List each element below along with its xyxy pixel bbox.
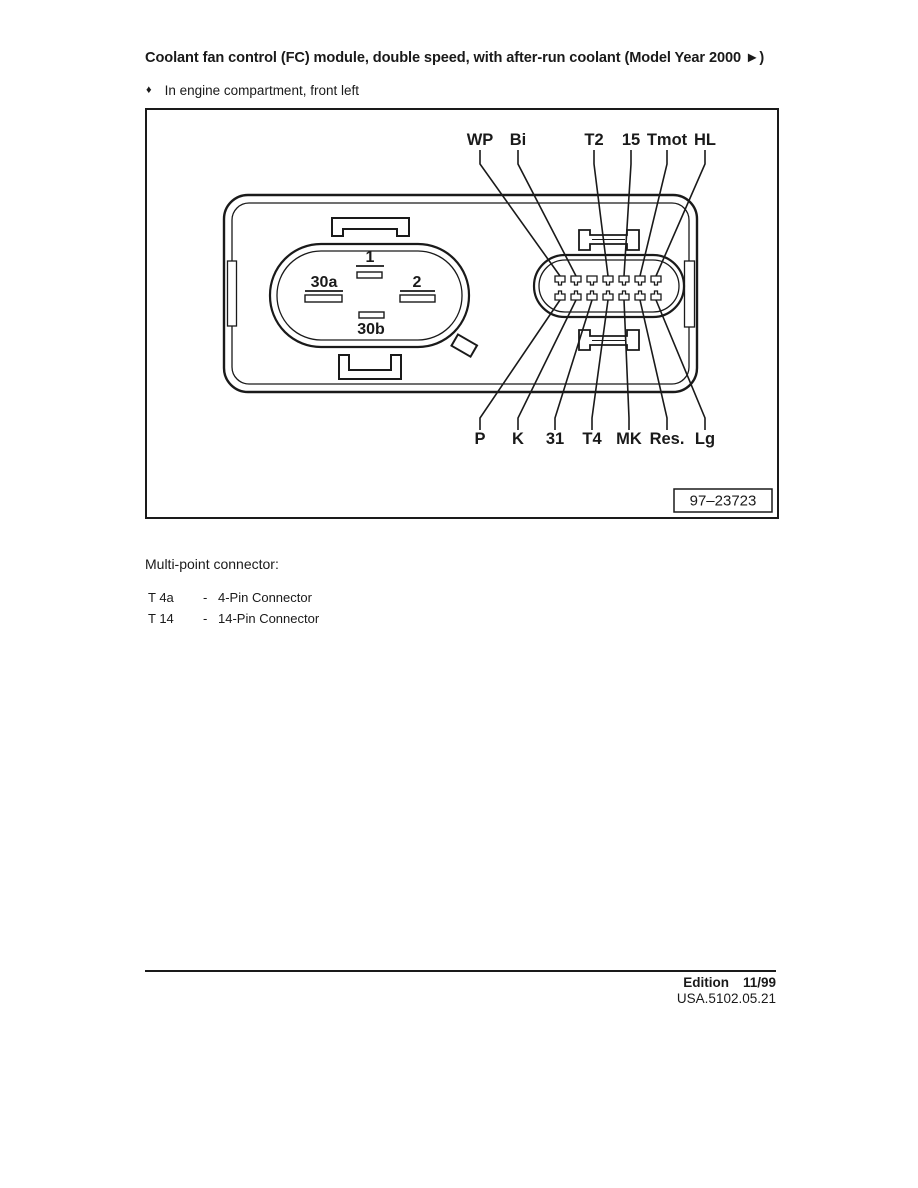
connector-4pin-key-tab bbox=[450, 333, 479, 359]
terminal-pin-2 bbox=[399, 294, 436, 303]
location-bullet-row: ♦ In engine compartment, front left bbox=[146, 83, 359, 98]
label-t2: T2 bbox=[584, 131, 603, 149]
label-bi: Bi bbox=[510, 131, 527, 149]
leader-line-mk bbox=[623, 299, 630, 430]
footer-edition: Edition 11/99 bbox=[145, 975, 776, 990]
pin-t14-top-5 bbox=[618, 275, 630, 286]
pin-t14-bottom-7 bbox=[650, 290, 662, 301]
footer-divider bbox=[145, 970, 776, 972]
legend-separator: - bbox=[203, 611, 208, 626]
module-right-tab bbox=[683, 260, 696, 328]
pin-t14-bottom-2 bbox=[570, 290, 582, 301]
fc-module-diagram: 1 30a 2 30b bbox=[222, 131, 773, 513]
bracket-bottom-left bbox=[338, 354, 402, 380]
label-31: 31 bbox=[546, 430, 564, 448]
terminal-label-30b: 30b bbox=[357, 321, 385, 338]
leader-line-t2 bbox=[593, 150, 609, 277]
pin-t14-bottom-4 bbox=[602, 290, 614, 301]
label-hl: HL bbox=[694, 131, 716, 149]
terminal-pin-30b bbox=[358, 311, 385, 319]
legend-description: 4-Pin Connector bbox=[218, 590, 312, 605]
diamond-bullet-icon: ♦ bbox=[146, 84, 152, 96]
terminal-label-1: 1 bbox=[366, 249, 375, 266]
label-mk: MK bbox=[616, 430, 642, 448]
connector-4pin-inner bbox=[276, 250, 463, 341]
pin-t14-bottom-3 bbox=[586, 290, 598, 301]
legend-item-t4a: T 4a - 4-Pin Connector bbox=[148, 590, 312, 605]
leader-line-31 bbox=[554, 299, 593, 430]
legend-term: T 4a bbox=[148, 590, 174, 605]
terminal-pin-1 bbox=[356, 271, 383, 279]
label-res: Res. bbox=[650, 430, 685, 448]
label-tmot: Tmot bbox=[647, 131, 688, 149]
leader-line-res bbox=[639, 299, 668, 430]
leader-line-hl bbox=[655, 150, 706, 277]
pin-t14-top-2 bbox=[570, 275, 582, 286]
edition-value: 11/99 bbox=[742, 975, 776, 990]
terminal-label-2: 2 bbox=[413, 274, 422, 291]
label-t4: T4 bbox=[582, 430, 602, 448]
label-15: 15 bbox=[622, 131, 640, 149]
pin-t14-bottom-1 bbox=[554, 290, 566, 301]
legend-description: 14-Pin Connector bbox=[218, 611, 320, 626]
figure-number-box bbox=[673, 488, 773, 513]
label-lg: Lg bbox=[695, 430, 715, 448]
edition-label: Edition bbox=[683, 975, 729, 990]
bracket-top-left bbox=[331, 217, 410, 237]
connector-14pin-inner bbox=[538, 259, 680, 313]
leader-line-15 bbox=[623, 150, 632, 277]
footer-code: USA.5102.05.21 bbox=[676, 991, 776, 1006]
leader-line-k bbox=[517, 299, 577, 430]
location-text: In engine compartment, front left bbox=[164, 83, 359, 98]
leader-line-tmot bbox=[639, 150, 668, 277]
leader-line-wp bbox=[479, 150, 561, 277]
terminal-label-30a: 30a bbox=[311, 274, 338, 291]
legend-heading: Multi-point connector: bbox=[145, 556, 279, 572]
terminal-pin-30a bbox=[304, 294, 343, 303]
label-p: P bbox=[474, 430, 485, 448]
leader-line-t4 bbox=[591, 299, 609, 430]
page-title: Coolant fan control (FC) module, double … bbox=[145, 50, 765, 66]
leader-line-bi bbox=[517, 150, 577, 277]
figure-number: 97–23723 bbox=[690, 493, 757, 510]
legend-separator: - bbox=[203, 590, 208, 605]
pin-t14-top-4 bbox=[602, 275, 614, 286]
connector-14pin-body bbox=[532, 253, 686, 319]
connector-4pin-body bbox=[268, 242, 471, 349]
pin-t14-bottom-6 bbox=[634, 290, 646, 301]
label-k: K bbox=[512, 430, 524, 448]
figure-frame: 1 30a 2 30b bbox=[145, 108, 779, 519]
legend-item-t14: T 14 - 14-Pin Connector bbox=[148, 611, 319, 626]
legend-term: T 14 bbox=[148, 611, 174, 626]
pin-t14-top-7 bbox=[650, 275, 662, 286]
leader-line-lg bbox=[655, 299, 706, 430]
pin-t14-bottom-5 bbox=[618, 290, 630, 301]
pin-t14-top-1 bbox=[554, 275, 566, 286]
pin-t14-top-6 bbox=[634, 275, 646, 286]
leader-line-p bbox=[479, 299, 561, 430]
label-wp: WP bbox=[467, 131, 494, 149]
pin-t14-top-3 bbox=[586, 275, 598, 286]
module-left-tab bbox=[226, 260, 238, 327]
